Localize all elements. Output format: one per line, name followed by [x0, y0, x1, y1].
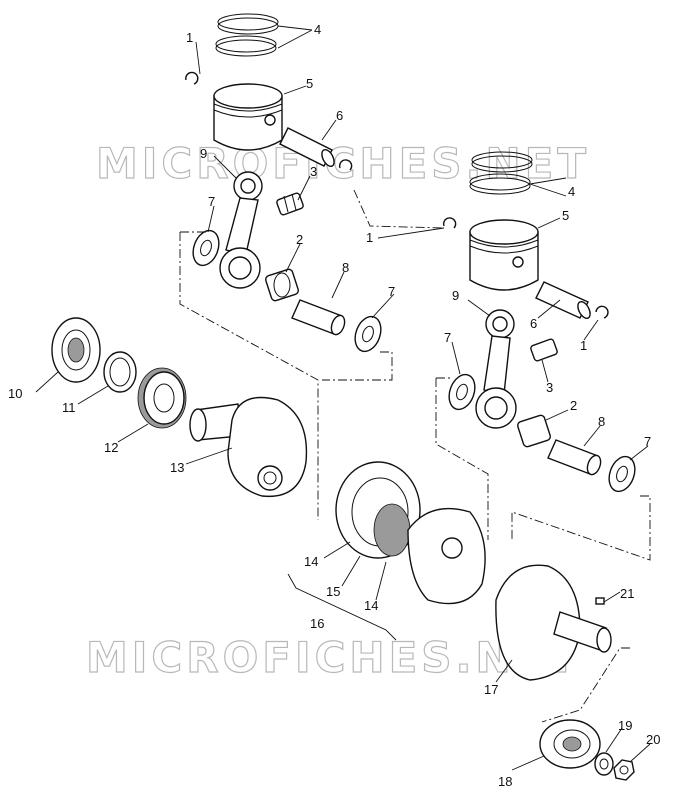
- assembly-lines: [179, 189, 651, 723]
- callout-17: 17: [484, 682, 498, 697]
- callout-19: 19: [618, 718, 632, 733]
- callout-2-b: 2: [570, 398, 577, 413]
- crank-pin-upper: [291, 299, 346, 336]
- circlip-upper-mid: [338, 159, 353, 171]
- callout-4-b: 4: [568, 184, 575, 199]
- connecting-rod-lower: [475, 309, 517, 429]
- callout-1-a: 1: [186, 30, 193, 45]
- callout-7-b: 7: [388, 284, 395, 299]
- piston-pin-upper: [279, 127, 335, 167]
- piston-lower: [469, 219, 539, 291]
- needle-bearing-big-upper: [265, 268, 299, 302]
- washer-right: [594, 752, 614, 776]
- callout-6-a: 6: [336, 108, 343, 123]
- callout-12: 12: [104, 440, 118, 455]
- thrust-washer-upper-right: [354, 315, 382, 353]
- main-bearing-right: [539, 719, 601, 769]
- needle-bearing-small-upper: [276, 192, 304, 216]
- main-bearing-inner-left: [137, 367, 187, 429]
- main-bearing-outer-left: [51, 317, 101, 383]
- needle-bearing-big-lower: [517, 414, 551, 448]
- crankshaft-half-right: [495, 564, 612, 681]
- callout-labels: 1 4 5 6 9 3 7 2 8 7 1 4 5 9 6 1 7 3 2 8 …: [8, 22, 660, 789]
- piston-ring-set-upper: [215, 13, 279, 57]
- callout-2-a: 2: [296, 232, 303, 247]
- callout-1-b: 1: [366, 230, 373, 245]
- crankshaft-half-left: [189, 396, 308, 498]
- callout-14-b: 14: [364, 598, 378, 613]
- thrust-washer-lower-right: [608, 455, 636, 493]
- callout-4-a: 4: [314, 22, 321, 37]
- callout-5-a: 5: [306, 76, 313, 91]
- callout-21: 21: [620, 586, 634, 601]
- callout-11: 11: [62, 400, 76, 415]
- piston-ring-set-lower: [469, 151, 533, 195]
- piston-upper: [213, 83, 283, 151]
- callout-9-a: 9: [200, 146, 207, 161]
- callout-18: 18: [498, 774, 512, 789]
- nut-right: [613, 759, 635, 781]
- woodruff-key: [595, 597, 605, 605]
- callout-8-a: 8: [342, 260, 349, 275]
- thrust-washer-lower-left: [448, 373, 476, 411]
- callout-3-b: 3: [546, 380, 553, 395]
- callout-15: 15: [326, 584, 340, 599]
- thrust-washer-upper-left: [192, 229, 220, 267]
- callout-3-a: 3: [310, 164, 317, 179]
- callout-9-b: 9: [452, 288, 459, 303]
- callout-13: 13: [170, 460, 184, 475]
- seal-ring-left: [103, 351, 137, 393]
- crank-pin-lower: [547, 439, 602, 476]
- callout-16: 16: [310, 616, 324, 631]
- callout-7-a: 7: [208, 194, 215, 209]
- connecting-rod-upper: [219, 171, 263, 289]
- callout-7-c: 7: [444, 330, 451, 345]
- bracket-16: [287, 573, 397, 641]
- callout-6-b: 6: [530, 316, 537, 331]
- callout-7-d: 7: [644, 434, 651, 449]
- circlip-lower-left: [442, 217, 457, 229]
- leader-lines: [35, 25, 651, 771]
- callout-20: 20: [646, 732, 660, 747]
- callout-1-c: 1: [580, 338, 587, 353]
- circlip-lower-right: [595, 305, 609, 319]
- needle-bearing-small-lower: [530, 338, 558, 362]
- callout-14-a: 14: [304, 554, 318, 569]
- circlip-upper-left: [185, 71, 199, 85]
- callout-8-b: 8: [598, 414, 605, 429]
- callout-5-b: 5: [562, 208, 569, 223]
- piston-pin-lower: [535, 281, 591, 319]
- crank-wheel-center: [335, 461, 486, 605]
- callout-10: 10: [8, 386, 22, 401]
- watermark-bottom: MICROFICHES.NET: [86, 633, 580, 682]
